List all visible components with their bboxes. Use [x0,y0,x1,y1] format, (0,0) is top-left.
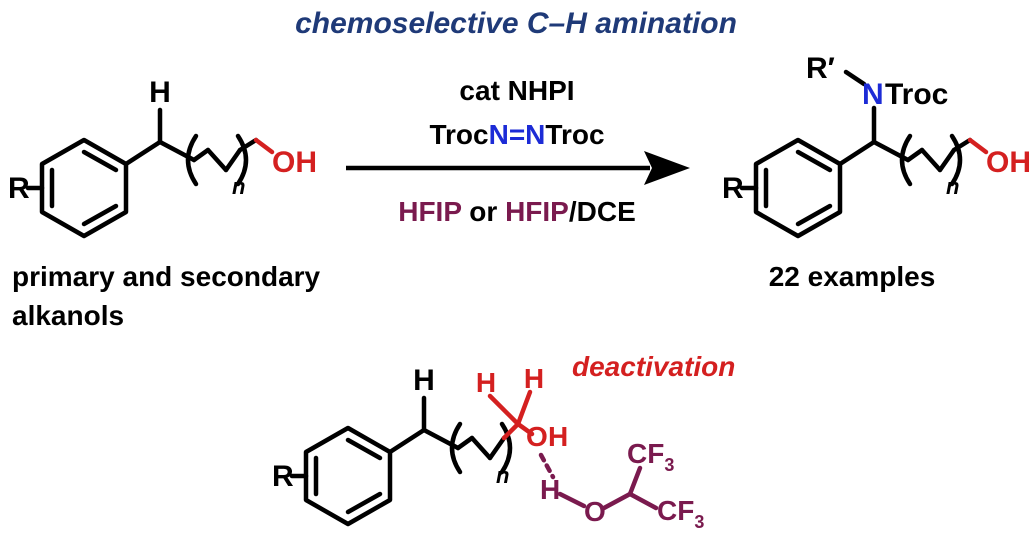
deactivation-ring-inner-bond [345,437,383,461]
catalyst-label: cat NHPI [459,75,574,106]
substrate-caption-line1: primary and secondary [12,261,321,292]
deactivation-right-bracket [499,421,513,475]
product-rprime-label: R′ [806,52,835,85]
deactivation-structure [289,389,659,527]
product-chain-bond [919,147,943,173]
product-n-label: N [862,78,884,111]
reagent-label: TrocN=NTroc [429,119,604,150]
deactivation-alpha-h-label: H [524,363,544,394]
deactivation-left-bracket [449,421,463,475]
hfip-c-cf3-bond [627,465,643,497]
product-chain-bond [905,147,925,163]
product-structure [739,69,989,239]
product-r-label: R [722,172,744,205]
product-left-bracket [899,133,913,187]
hfip-o-label: O [584,496,606,527]
product-oh-bond [967,137,989,155]
substrate-r-label: R [8,172,30,205]
deactivation-h-label: H [413,364,435,397]
product-chain [837,139,911,167]
deactivation-oh-o-label: O [526,421,548,452]
substrate-caption-line2: alkanols [12,300,124,331]
substrate-h-label: H [149,76,171,109]
substrate-oh-bond [253,137,275,155]
substrate-ring-inner-bond [81,149,119,173]
deactivation-chain [387,427,461,455]
substrate-chain-bond [223,147,243,173]
substrate-oh-label: OH [272,146,317,179]
deactivation-alpha-h-label: H [476,367,496,398]
deactivation-ring-inner-bond [345,491,383,515]
scheme-title: chemoselective C–H amination [295,7,737,40]
product-ring-inner-bond [795,149,833,173]
product-oh-label: OH [986,146,1031,179]
hfip-h-label: H [540,474,560,505]
substrate-structure [25,107,275,239]
substrate-chain [123,139,197,167]
product-rprime-bond [843,69,867,87]
deactivation-chain-bond [487,435,507,461]
hfip-ho-bond [557,491,587,509]
substrate-left-bracket [185,133,199,187]
deactivation-chain-bond [469,435,493,461]
solvent-label: HFIP or HFIP/DCE [398,196,636,227]
hydrogen-bond-dashes [538,452,556,480]
deactivation-ch-h-bond [515,389,533,427]
reaction-arrow [346,151,690,185]
substrate-chain-bond [237,137,259,153]
substrate-n-label: n [232,174,245,199]
substrate-ring-inner-bond [81,203,119,227]
substrate-chain-bond [191,147,211,163]
hfip-cf3-top-label: CF3 [627,438,674,475]
deactivation-r-label: R [272,460,294,493]
substrate-chain-bond [205,147,229,173]
deactivation-ch2-bond [501,421,521,441]
deactivation-co-bond [515,421,535,437]
product-caption: 22 examples [769,261,936,292]
deactivation-oh-h-label: H [548,421,568,452]
product-chain-bond [937,147,957,173]
substrate-right-bracket [235,133,249,187]
product-chain-bond [951,137,973,153]
product-n-sub-label: n [946,174,959,199]
product-ring-inner-bond [795,203,833,227]
product-troc-label: Troc [885,78,948,111]
product-right-bracket [949,133,963,187]
deactivation-chain-bond [455,435,475,451]
deactivation-n-label: n [496,463,509,488]
hfip-oc-bond [601,491,633,511]
deactivation-ch-h-bond [487,393,521,427]
deactivation-label: deactivation [572,351,735,382]
hfip-cf3-bottom-label: CF3 [657,495,704,532]
hfip-c-cf3-bond [627,491,659,511]
